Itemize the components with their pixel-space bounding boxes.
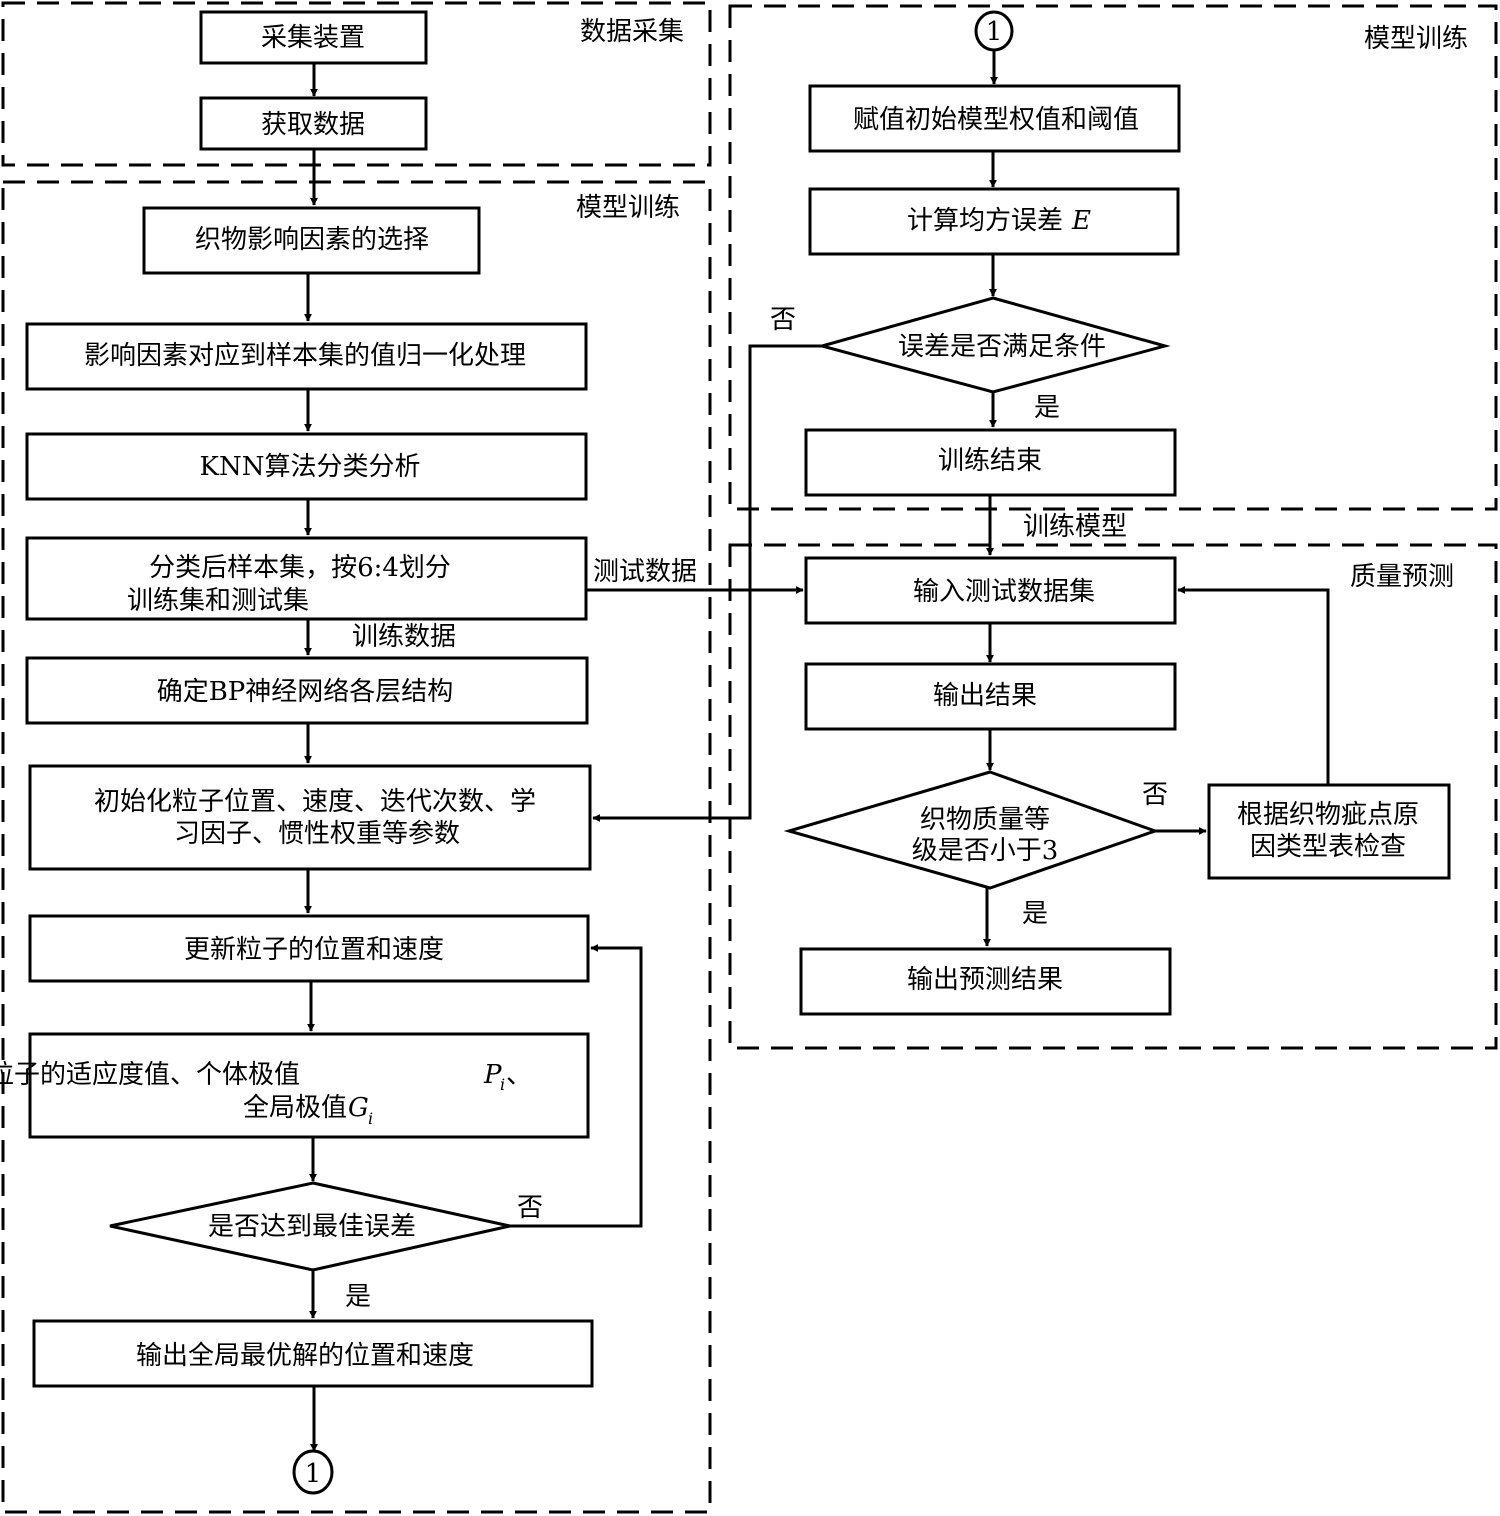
decision-quality-grade[interactable]: 织物质量等 级是否小于3 [783, 770, 1160, 890]
decision-best-error[interactable]: 是否达到最佳误差 [109, 1181, 511, 1272]
node-fitness[interactable]: 计算粒子的适应度值、个体极值 P i 、 全局极值 G i [0, 1032, 590, 1139]
region-model-training-left [1, 180, 712, 1514]
edge-label-no-left: 否 [517, 1193, 543, 1223]
edge-label-yes-error: 是 [1034, 393, 1060, 423]
edge-label-yes-left: 是 [345, 1282, 371, 1312]
region-quality-prediction [728, 543, 1498, 1050]
edge-label-no-grade: 否 [1142, 780, 1168, 810]
node-calc-mse[interactable]: 计算均方误差 E [808, 187, 1180, 256]
decision-error-condition[interactable]: 误差是否满足条件 [816, 296, 1171, 394]
edge-label-no-error: 否 [770, 305, 796, 335]
node-bp-structure[interactable]: 确定BP神经网络各层结构 [25, 656, 589, 725]
node-knn[interactable]: KNN算法分类分析 [25, 432, 588, 501]
arrow-error-no [592, 344, 822, 822]
node-check-line2: 因类型表检查 [1250, 832, 1406, 862]
node-split-dataset[interactable]: 分类后样本集，按6:4划分 训练集和测试集 [25, 536, 588, 621]
node-input-test[interactable]: 输入测试数据集 [804, 556, 1177, 625]
node-collect-device-label: 采集装置 [261, 23, 365, 53]
node-collect-device[interactable]: 采集装置 [199, 10, 428, 65]
node-bp-structure-label: 确定BP神经网络各层结构 [157, 677, 454, 707]
node-update-label: 更新粒子的位置和速度 [184, 935, 444, 965]
region-title-quality-prediction: 质量预测 [1350, 562, 1454, 592]
node-init-particles[interactable]: 初始化粒子位置、速度、迭代次数、学 习因子、惯性权重等参数 [28, 764, 592, 871]
node-split-line2: 训练集和测试集 [127, 586, 309, 616]
node-fitness-line2: 全局极值 [243, 1093, 347, 1123]
node-acquire-data[interactable]: 获取数据 [199, 96, 428, 151]
mse-variable: E [1071, 206, 1091, 236]
node-init-line2: 习因子、惯性权重等参数 [174, 819, 460, 849]
arrow-loop-no [510, 944, 643, 1228]
region-model-training-right [728, 4, 1498, 511]
node-assign-weights-label: 赋值初始模型权值和阈值 [853, 105, 1139, 135]
region-title-model-training-right: 模型训练 [1364, 24, 1468, 54]
fitness-separator: 、 [506, 1060, 532, 1090]
node-check-defects[interactable]: 根据织物疵点原 因类型表检查 [1207, 783, 1451, 880]
node-output-best-label: 输出全局最优解的位置和速度 [136, 1341, 474, 1371]
node-output-best[interactable]: 输出全局最优解的位置和速度 [32, 1319, 594, 1388]
arrow-recheck [1177, 586, 1330, 785]
node-normalize[interactable]: 影响因素对应到样本集的值归一化处理 [25, 322, 588, 391]
node-fitness-line1: 计算粒子的适应度值、个体极值 [0, 1060, 300, 1090]
node-output-result-label: 输出结果 [933, 681, 1037, 711]
node-training-end[interactable]: 训练结束 [804, 428, 1177, 497]
node-init-line1: 初始化粒子位置、速度、迭代次数、学 [94, 787, 536, 817]
edge-label-trained-model: 训练模型 [1023, 512, 1127, 542]
node-update-particles[interactable]: 更新粒子的位置和速度 [28, 914, 590, 983]
fitness-p-subscript: i [500, 1075, 505, 1094]
node-output-prediction[interactable]: 输出预测结果 [799, 947, 1172, 1016]
node-input-test-label: 输入测试数据集 [913, 577, 1095, 607]
edge-label-train-data: 训练数据 [352, 622, 456, 652]
region-title-model-training-left: 模型训练 [576, 193, 680, 223]
node-normalize-label: 影响因素对应到样本集的值归一化处理 [84, 341, 526, 371]
region-title-data-collection: 数据采集 [580, 17, 684, 47]
connector-1-out[interactable]: 1 [292, 1449, 334, 1495]
node-knn-label: KNN算法分类分析 [200, 452, 421, 482]
region-data-collection [1, 1, 712, 167]
fitness-p-symbol: P [483, 1060, 502, 1090]
node-calc-mse-label: 计算均方误差 [907, 206, 1063, 236]
node-acquire-data-label: 获取数据 [261, 110, 365, 140]
decision-grade-line1: 织物质量等 [920, 805, 1050, 835]
edge-label-yes-grade: 是 [1022, 899, 1048, 929]
decision-error-label: 误差是否满足条件 [898, 332, 1106, 362]
node-assign-weights[interactable]: 赋值初始模型权值和阈值 [808, 84, 1181, 153]
node-split-line1: 分类后样本集，按6:4划分 [149, 553, 451, 583]
connector-1-in[interactable]: 1 [974, 10, 1014, 52]
decision-best-error-label: 是否达到最佳误差 [208, 1212, 416, 1242]
node-check-line1: 根据织物疵点原 [1237, 800, 1419, 830]
node-output-result[interactable]: 输出结果 [804, 662, 1177, 731]
node-select-factors[interactable]: 织物影响因素的选择 [142, 206, 481, 275]
fitness-g-symbol: G [348, 1093, 369, 1123]
fitness-g-subscript: i [368, 1109, 373, 1128]
node-select-factors-label: 织物影响因素的选择 [195, 225, 429, 255]
edge-label-test-data: 测试数据 [593, 557, 697, 587]
decision-grade-line2: 级是否小于3 [912, 836, 1059, 866]
connector-1-out-label: 1 [305, 1459, 322, 1489]
connector-1-in-label: 1 [986, 17, 1003, 47]
node-output-prediction-label: 输出预测结果 [907, 965, 1063, 995]
node-training-end-label: 训练结束 [938, 446, 1042, 476]
